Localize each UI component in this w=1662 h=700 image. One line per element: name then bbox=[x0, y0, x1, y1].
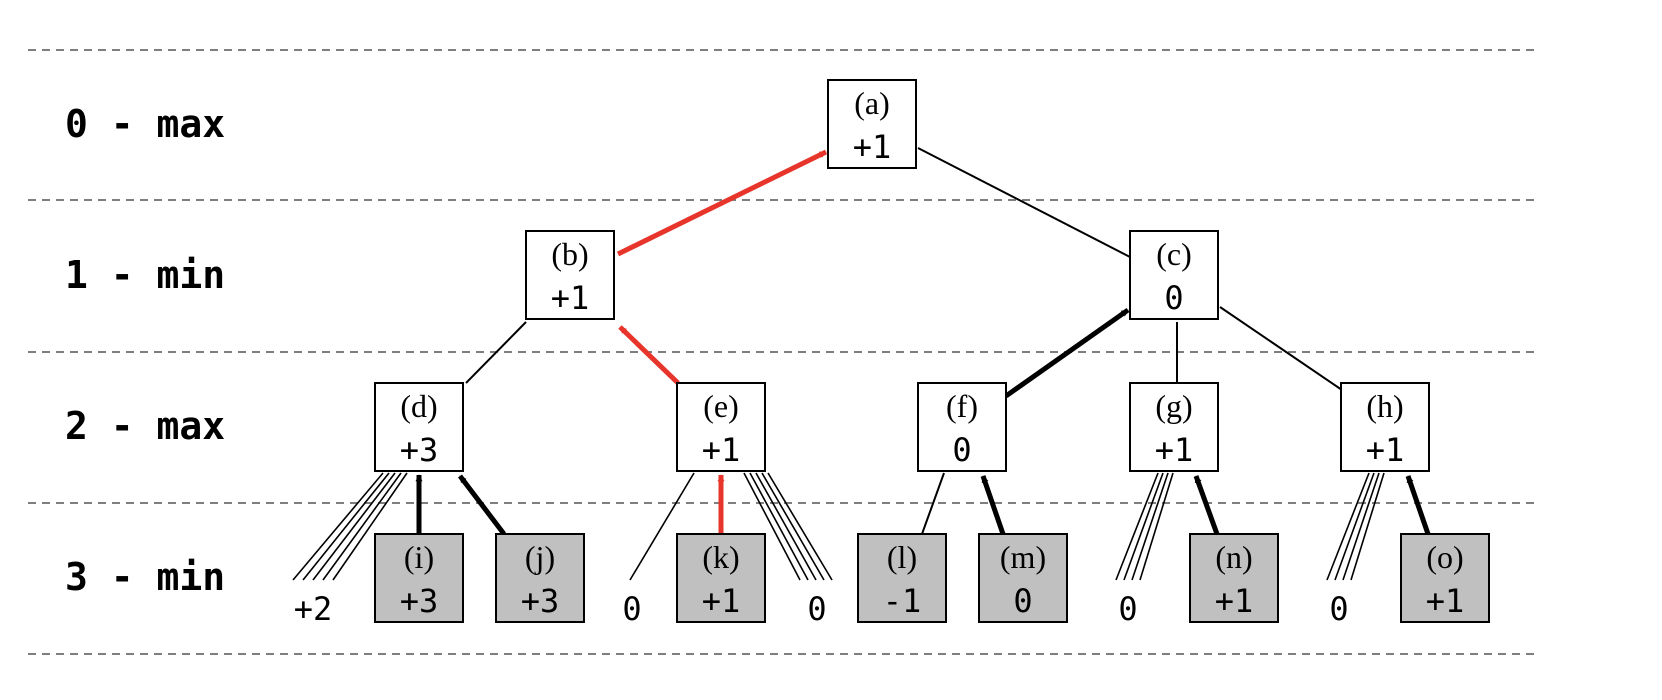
node-n-value: +1 bbox=[1215, 582, 1254, 620]
node-k-label: (k) bbox=[702, 539, 739, 575]
leaf-value-g-left: 0 bbox=[1118, 590, 1137, 628]
fan-d-left bbox=[292, 472, 408, 581]
node-i-label: (i) bbox=[404, 539, 434, 575]
arrow-o-to-h bbox=[1405, 475, 1431, 535]
node-o-value: +1 bbox=[1426, 582, 1465, 620]
node-l-label: (l) bbox=[887, 539, 917, 575]
node-e: (e) +1 bbox=[676, 382, 766, 472]
arrow-j-to-d bbox=[458, 474, 506, 536]
node-l-value: -1 bbox=[883, 582, 922, 620]
node-n: (n) +1 bbox=[1189, 533, 1279, 623]
leaf-value-h-left: 0 bbox=[1329, 590, 1348, 628]
edge-a-c bbox=[917, 147, 1131, 258]
arrow-b-to-a bbox=[616, 149, 828, 257]
edges bbox=[465, 147, 1343, 535]
node-h-value: +1 bbox=[1366, 431, 1405, 469]
highlight-arrows bbox=[616, 149, 828, 534]
node-d-value: +3 bbox=[400, 431, 439, 469]
level-label-1: 1 - min bbox=[65, 253, 225, 297]
node-c-label: (c) bbox=[1156, 236, 1192, 272]
node-d: (d) +3 bbox=[374, 382, 464, 472]
node-b: (b) +1 bbox=[525, 230, 615, 320]
node-b-label: (b) bbox=[551, 236, 588, 272]
node-h-label: (h) bbox=[1366, 388, 1403, 424]
node-c-value: 0 bbox=[1164, 279, 1183, 317]
node-e-value: +1 bbox=[702, 431, 741, 469]
leaf-value-e-right: 0 bbox=[807, 590, 826, 628]
node-g-label: (g) bbox=[1155, 388, 1192, 424]
node-g-value: +1 bbox=[1155, 431, 1194, 469]
node-o: (o) +1 bbox=[1400, 533, 1490, 623]
level-label-2: 2 - max bbox=[65, 404, 225, 448]
node-j: (j) +3 bbox=[495, 533, 585, 623]
node-m: (m) 0 bbox=[978, 533, 1068, 623]
node-m-label: (m) bbox=[1000, 539, 1046, 575]
edge-h-c bbox=[1219, 306, 1343, 391]
node-h: (h) +1 bbox=[1340, 382, 1430, 472]
level-labels: 0 - max 1 - min 2 - max 3 - min bbox=[65, 102, 225, 599]
nodes: (a) +1 (b) +1 (c) 0 (d) +3 (e) +1 (f) 0 bbox=[374, 79, 1490, 623]
fan-g-left bbox=[1115, 472, 1174, 581]
node-d-label: (d) bbox=[400, 388, 437, 424]
node-a-value: +1 bbox=[853, 128, 892, 166]
level-label-0: 0 - max bbox=[65, 102, 225, 146]
leaf-value-e-left: 0 bbox=[622, 590, 641, 628]
node-m-value: 0 bbox=[1013, 582, 1032, 620]
edge-l-f bbox=[921, 472, 945, 535]
node-n-label: (n) bbox=[1215, 539, 1252, 575]
node-e-label: (e) bbox=[703, 388, 739, 424]
arrow-f-to-c bbox=[1004, 307, 1130, 399]
node-l: (l) -1 bbox=[857, 533, 947, 623]
node-k: (k) +1 bbox=[676, 533, 766, 623]
node-f-value: 0 bbox=[952, 431, 971, 469]
node-i-value: +3 bbox=[400, 582, 439, 620]
arrow-e-to-b bbox=[618, 325, 680, 385]
node-c: (c) 0 bbox=[1129, 230, 1219, 320]
node-a: (a) +1 bbox=[827, 79, 917, 169]
leaf-values: +2 0 0 0 0 bbox=[294, 590, 1349, 628]
node-b-value: +1 bbox=[551, 279, 590, 317]
arrow-n-to-g bbox=[1193, 475, 1220, 535]
bold-arrows bbox=[415, 307, 1431, 536]
node-f: (f) 0 bbox=[917, 382, 1007, 472]
node-g: (g) +1 bbox=[1129, 382, 1219, 472]
node-a-label: (a) bbox=[854, 85, 890, 121]
arrow-m-to-f bbox=[980, 475, 1006, 535]
node-k-value: +1 bbox=[702, 582, 741, 620]
fan-e-right bbox=[743, 472, 833, 581]
level-separators bbox=[28, 49, 1540, 655]
fan-h-left bbox=[1326, 472, 1385, 581]
leaf-value-d-left: +2 bbox=[294, 590, 333, 628]
node-o-label: (o) bbox=[1426, 539, 1463, 575]
edge-d-b bbox=[465, 321, 527, 384]
fan-e-left bbox=[629, 472, 695, 581]
node-j-value: +3 bbox=[521, 582, 560, 620]
node-j-label: (j) bbox=[525, 539, 555, 575]
node-f-label: (f) bbox=[946, 388, 978, 424]
leaf-fans bbox=[292, 472, 1385, 581]
level-label-3: 3 - min bbox=[65, 555, 225, 599]
node-i: (i) +3 bbox=[374, 533, 464, 623]
